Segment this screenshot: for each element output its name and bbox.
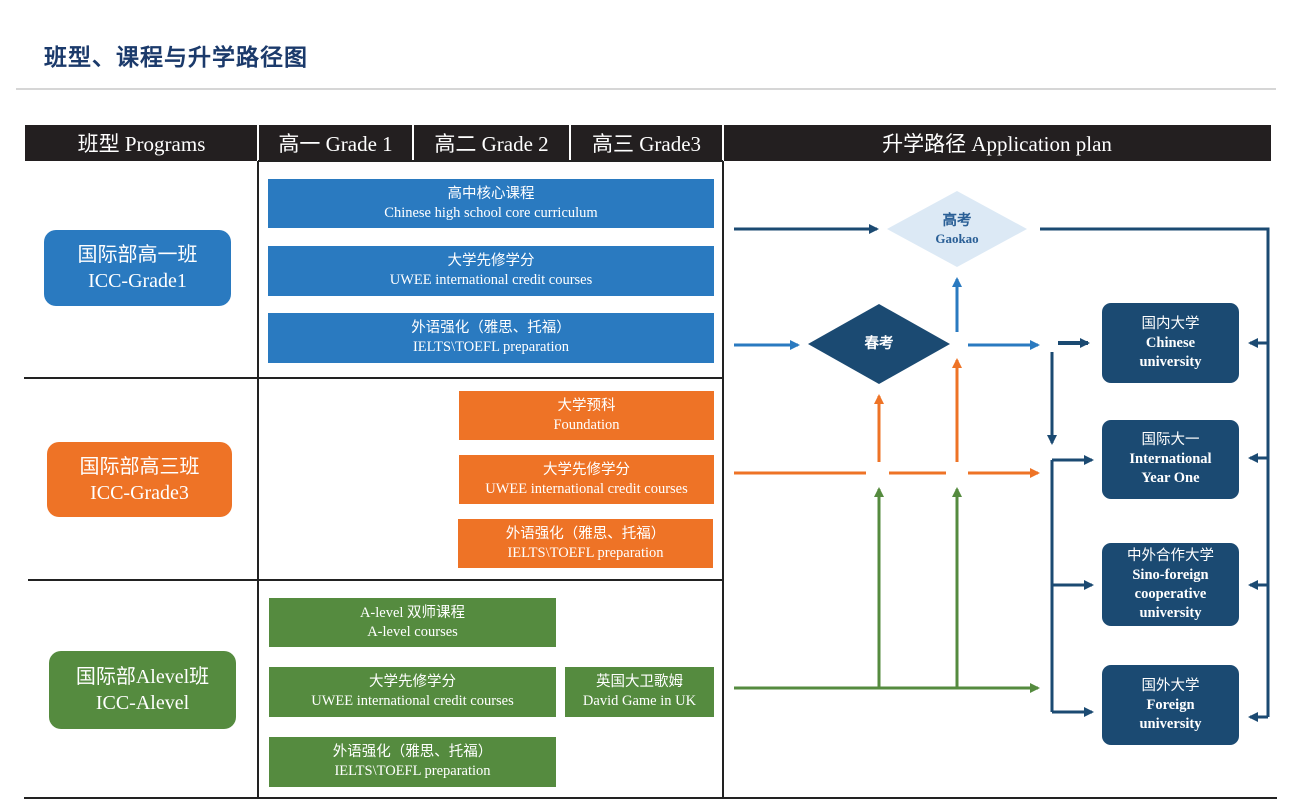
gaokao-label: 高考 Gaokao [907, 211, 1007, 249]
program-cn: 国际部Alevel班 [75, 666, 210, 688]
header-programs: 班型 Programs [25, 125, 258, 161]
university-en: Chinese university [1139, 334, 1202, 370]
header-grade3: 高三 Grade3 [570, 125, 723, 161]
course-en: David Game in UK [582, 693, 697, 709]
course-en: Foundation [553, 416, 620, 433]
header-divider [722, 125, 724, 161]
grid-line [24, 797, 1277, 799]
course-cn: 高中核心课程 [447, 185, 535, 202]
university-sino-foreign: 中外合作大学 Sino-foreign cooperative universi… [1102, 543, 1239, 626]
course-en: Chinese high school core curriculum [384, 204, 598, 221]
course-en: UWEE international credit courses [485, 480, 688, 497]
course-cn: 大学先修学分 [447, 253, 535, 269]
course-core-curriculum: 高中核心课程 Chinese high school core curricul… [268, 179, 714, 228]
course-alevel: A-level 双师课程 A-level courses [269, 598, 556, 647]
course-foundation: 大学预科 Foundation [459, 391, 714, 440]
course-en: A-level courses [367, 623, 458, 640]
grid-line [28, 579, 723, 581]
course-ielts-toefl: 外语强化（雅思、托福） IELTS\TOEFL preparation [268, 313, 714, 363]
university-cn: 国内大学 [1141, 315, 1200, 332]
course-cn: 外语强化（雅思、托福） [332, 744, 493, 760]
university-cn: 国外大学 [1141, 677, 1200, 694]
program-en: ICC-Grade1 [88, 270, 187, 292]
course-ielts-toefl: 外语强化（雅思、托福） IELTS\TOEFL preparation [269, 737, 556, 787]
chunkao-label: 春考 [839, 334, 919, 354]
course-en: IELTS\TOEFL preparation [334, 763, 491, 779]
header-grade1: 高一 Grade 1 [258, 125, 413, 161]
course-cn: 外语强化（雅思、托福） [411, 320, 571, 336]
program-en: ICC-Alevel [95, 692, 190, 714]
chunkao-diamond [808, 304, 950, 384]
university-foreign: 国外大学 Foreign university [1102, 665, 1239, 745]
program-icc-grade1: 国际部高一班 ICC-Grade1 [44, 230, 231, 306]
university-chinese: 国内大学 Chinese university [1102, 303, 1239, 383]
course-uwee-credit: 大学先修学分 UWEE international credit courses [268, 246, 714, 296]
program-icc-grade3: 国际部高三班 ICC-Grade3 [47, 442, 232, 517]
grid-line [722, 161, 724, 798]
program-cn: 国际部高一班 [77, 244, 198, 266]
university-international-year-one: 国际大一 International Year One [1102, 420, 1239, 499]
university-en: Foreign university [1139, 696, 1202, 732]
course-en: IELTS\TOEFL preparation [412, 339, 570, 355]
course-en: IELTS\TOEFL preparation [507, 544, 664, 561]
course-cn: 大学先修学分 [369, 674, 456, 690]
navy-trunk-right [1040, 227, 1270, 717]
program-en: ICC-Grade3 [90, 481, 189, 504]
course-cn: 大学预科 [557, 397, 616, 414]
course-uwee-credit: 大学先修学分 UWEE international credit courses [269, 667, 556, 717]
university-cn: 中外合作大学 [1127, 547, 1214, 564]
course-cn: 外语强化（雅思、托福） [505, 525, 666, 542]
program-cn: 国际部高三班 [79, 455, 200, 478]
header-grade2: 高二 Grade 2 [413, 125, 570, 161]
course-cn: A-level 双师课程 [359, 604, 466, 621]
program-icc-alevel: 国际部Alevel班 ICC-Alevel [49, 651, 236, 729]
gaokao-cn: 高考 [942, 213, 972, 229]
chunkao-cn: 春考 [864, 336, 894, 352]
course-en: UWEE international credit courses [311, 693, 514, 709]
course-en: UWEE international credit courses [389, 272, 593, 288]
university-en: Sino-foreign cooperative university [1132, 566, 1209, 621]
course-uwee-credit: 大学先修学分 UWEE international credit courses [459, 455, 714, 504]
header-application: 升学路径 Application plan [723, 125, 1271, 161]
header-divider [569, 125, 571, 161]
header-divider [412, 125, 414, 161]
grid-line [24, 377, 723, 379]
university-cn: 国际大一 [1141, 432, 1200, 448]
title-divider [16, 88, 1276, 90]
university-en: International Year One [1129, 451, 1212, 486]
course-ielts-toefl: 外语强化（雅思、托福） IELTS\TOEFL preparation [458, 519, 713, 568]
gaokao-diamond [887, 191, 1027, 267]
grid-line [258, 160, 723, 162]
course-david-game: 英国大卫歌姆 David Game in UK [565, 667, 714, 717]
page-title: 班型、课程与升学路径图 [44, 45, 308, 71]
gaokao-en: Gaokao [935, 231, 979, 246]
course-cn: 大学先修学分 [543, 461, 630, 478]
course-cn: 英国大卫歌姆 [596, 674, 683, 690]
header-divider [257, 125, 259, 161]
grid-line [257, 161, 259, 798]
